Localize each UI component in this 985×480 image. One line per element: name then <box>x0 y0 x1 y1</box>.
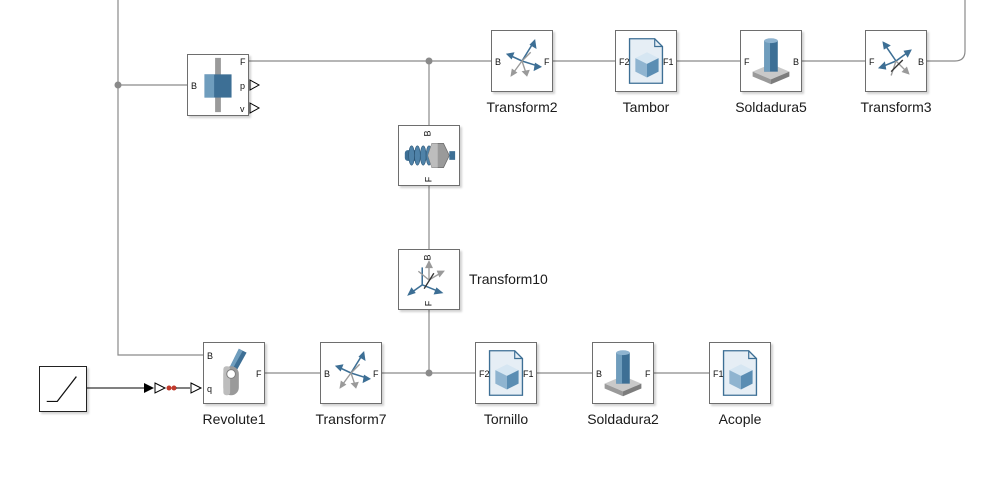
junction-dot <box>425 369 433 377</box>
soldadura5-block[interactable]: F B <box>740 30 802 92</box>
port-label-f: F <box>256 369 262 379</box>
block-label-transform10[interactable]: Transform10 <box>469 271 548 287</box>
junction-dot <box>425 57 433 65</box>
port-label-f2: F2 <box>479 369 490 379</box>
rigid-transform-icon <box>505 39 542 77</box>
port-label-b: B <box>324 369 331 379</box>
block-label-tornillo[interactable]: Tornillo <box>483 411 529 427</box>
prismatic-joint-block[interactable]: B F p v <box>187 54 249 116</box>
port-label-b: B <box>596 369 603 379</box>
ramp-icon <box>46 376 77 403</box>
port-label-b: B <box>793 57 800 67</box>
port-label-f1: F1 <box>663 57 674 67</box>
block-label-transform7[interactable]: Transform7 <box>315 411 387 427</box>
port-label-b: B <box>422 130 433 137</box>
port-label-f: F <box>423 176 434 183</box>
revolute1-block[interactable]: B F q <box>203 342 265 404</box>
port-label-p: p <box>240 81 246 91</box>
port-label-v: v <box>240 104 245 114</box>
port-label-f2: F2 <box>619 57 630 67</box>
revolute-joint-icon <box>223 348 247 396</box>
port-label-q: q <box>207 384 213 394</box>
signal-line[interactable] <box>87 382 203 394</box>
block-label-tambor[interactable]: Tambor <box>622 99 670 115</box>
output-port-p <box>249 79 261 91</box>
rigid-transform-icon <box>877 41 912 76</box>
solid-body-icon <box>628 38 664 84</box>
port-label-b: B <box>918 57 925 67</box>
port-label-b: B <box>422 254 433 261</box>
transform7-block[interactable]: B F <box>320 342 382 404</box>
block-label-soldadura5[interactable]: Soldadura5 <box>735 99 807 115</box>
port-label-b: B <box>495 57 502 67</box>
port-label-f: F <box>744 57 750 67</box>
port-label-f: F <box>373 369 379 379</box>
solid-body-icon <box>488 350 524 396</box>
weld-joint-icon <box>604 350 642 397</box>
connection-line[interactable] <box>927 0 966 62</box>
lead-screw-joint-icon <box>404 143 456 168</box>
junction-dot <box>114 81 122 89</box>
acople-block[interactable]: F1 <box>709 342 771 404</box>
block-label-transform2[interactable]: Transform2 <box>486 99 558 115</box>
transform2-block[interactable]: B F <box>491 30 553 92</box>
tambor-block[interactable]: F2 F1 <box>615 30 677 92</box>
transform10-block[interactable]: B F <box>398 249 460 310</box>
weld-joint-icon <box>752 38 790 85</box>
block-label-acople[interactable]: Acople <box>718 411 762 427</box>
port-label-f: F <box>869 57 875 67</box>
rigid-transform-icon <box>407 260 445 296</box>
port-label-f: F <box>423 300 434 307</box>
ramp-block[interactable] <box>39 366 87 412</box>
port-label-f: F <box>645 369 651 379</box>
port-label-f1: F1 <box>523 369 534 379</box>
block-label-revolute1[interactable]: Revolute1 <box>202 411 266 427</box>
tornillo-block[interactable]: F2 F1 <box>475 342 537 404</box>
output-port-v <box>249 102 261 114</box>
port-label-f1: F1 <box>713 369 724 379</box>
rigid-transform-icon <box>334 351 371 389</box>
prismatic-joint-icon <box>204 57 232 113</box>
soldadura2-block[interactable]: B F <box>592 342 654 404</box>
connection-line[interactable] <box>117 0 203 356</box>
port-label-f: F <box>240 57 246 67</box>
block-label-soldadura2[interactable]: Soldadura2 <box>587 411 659 427</box>
screw-joint-block[interactable]: B F <box>398 125 460 186</box>
solid-body-icon <box>722 350 758 396</box>
port-label-b: B <box>207 351 214 361</box>
transform3-block[interactable]: F B <box>865 30 927 92</box>
port-label-f: F <box>544 57 550 67</box>
block-label-transform3[interactable]: Transform3 <box>860 99 932 115</box>
port-label-b: B <box>191 81 198 91</box>
